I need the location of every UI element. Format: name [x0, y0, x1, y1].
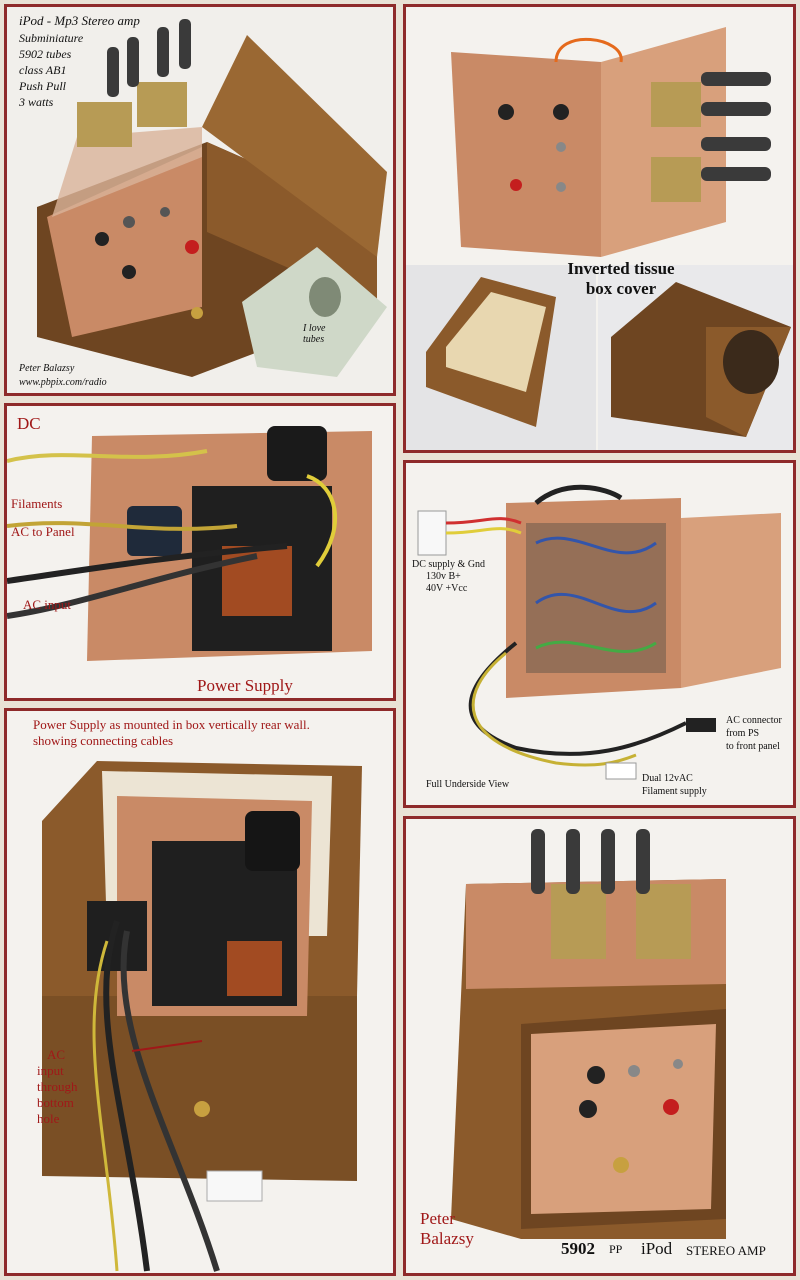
dc-supply-label: 130v B+	[426, 571, 461, 582]
spec-line: Subminiature	[19, 31, 84, 45]
ac-input-through-bottom-label: bottom	[37, 1095, 74, 1110]
tissue-box-caption: Inverted tissue box cover	[567, 259, 675, 298]
spec-line: iPod - Mp3 Stereo amp	[19, 13, 140, 28]
bill-text: I love tubes	[303, 323, 326, 345]
ac-input-through-bottom-label: hole	[37, 1111, 60, 1126]
ac-input-through-bottom-label: AC	[47, 1047, 66, 1062]
spec-line: Push Pull	[19, 79, 66, 93]
ac-connector-label: AC connector	[726, 715, 782, 726]
tissue-box-illustration	[406, 7, 793, 450]
mounted-title: Power Supply as mounted in box verticall…	[33, 717, 310, 732]
ac-to-panel-label: AC to Panel	[11, 524, 75, 539]
push-pull-abbrev: PP	[609, 1242, 623, 1256]
ac-input-through-bottom-label: input	[37, 1063, 64, 1078]
mounted-supply-illustration	[7, 711, 393, 1273]
ac-connector-label: to front panel	[726, 741, 780, 752]
author-credit: Balazsy	[420, 1229, 474, 1248]
photo-panel-mounted-supply: Power Supply as mounted in box verticall…	[4, 708, 396, 1276]
filament-supply-label: Filament supply	[642, 786, 707, 797]
ac-input-label: AC input	[23, 597, 72, 612]
mounted-title: showing connecting cables	[33, 733, 174, 748]
author-credit: Peter	[420, 1209, 455, 1228]
underside-illustration	[406, 463, 793, 805]
filaments-label: Filaments	[11, 496, 63, 511]
author-credit: Peter Balazsy	[19, 363, 75, 374]
model-number: 5902	[561, 1239, 595, 1258]
spec-line: class AB1	[19, 63, 67, 77]
spec-line: 3 watts	[19, 95, 54, 109]
ac-input-through-bottom-label: through	[37, 1079, 78, 1094]
ipod-word: iPod	[641, 1239, 673, 1258]
ac-connector-label: from PS	[726, 728, 760, 739]
power-supply-illustration	[7, 406, 393, 698]
filament-supply-label: Dual 12vAC	[642, 773, 693, 784]
underside-view-label: Full Underside View	[426, 779, 510, 790]
dc-supply-label: 40V +Vcc	[426, 583, 468, 594]
spec-line: 5902 tubes	[19, 47, 72, 61]
amp-overview-illustration	[7, 7, 393, 393]
photo-panel-amp-overview: iPod - Mp3 Stereo amp Subminiature 5902 …	[4, 4, 396, 396]
stereo-amp-title: STEREO AMP	[686, 1243, 766, 1258]
photo-panel-underside: DC supply & Gnd 130v B+ 40V +Vcc AC conn…	[403, 460, 796, 808]
website-url: www.pbpix.com/radio	[19, 377, 107, 388]
dc-label: DC	[17, 414, 41, 433]
power-supply-title: Power Supply	[197, 676, 293, 695]
photo-panel-power-supply: DC Filaments AC to Panel AC input Power …	[4, 403, 396, 701]
photo-panel-tissue-box: Inverted tissue box cover	[403, 4, 796, 453]
dc-supply-label: DC supply & Gnd	[412, 559, 486, 570]
finished-amp-illustration	[406, 819, 793, 1273]
photo-panel-finished-amp: Peter Balazsy 5902 PP iPod STEREO AMP	[403, 816, 796, 1276]
